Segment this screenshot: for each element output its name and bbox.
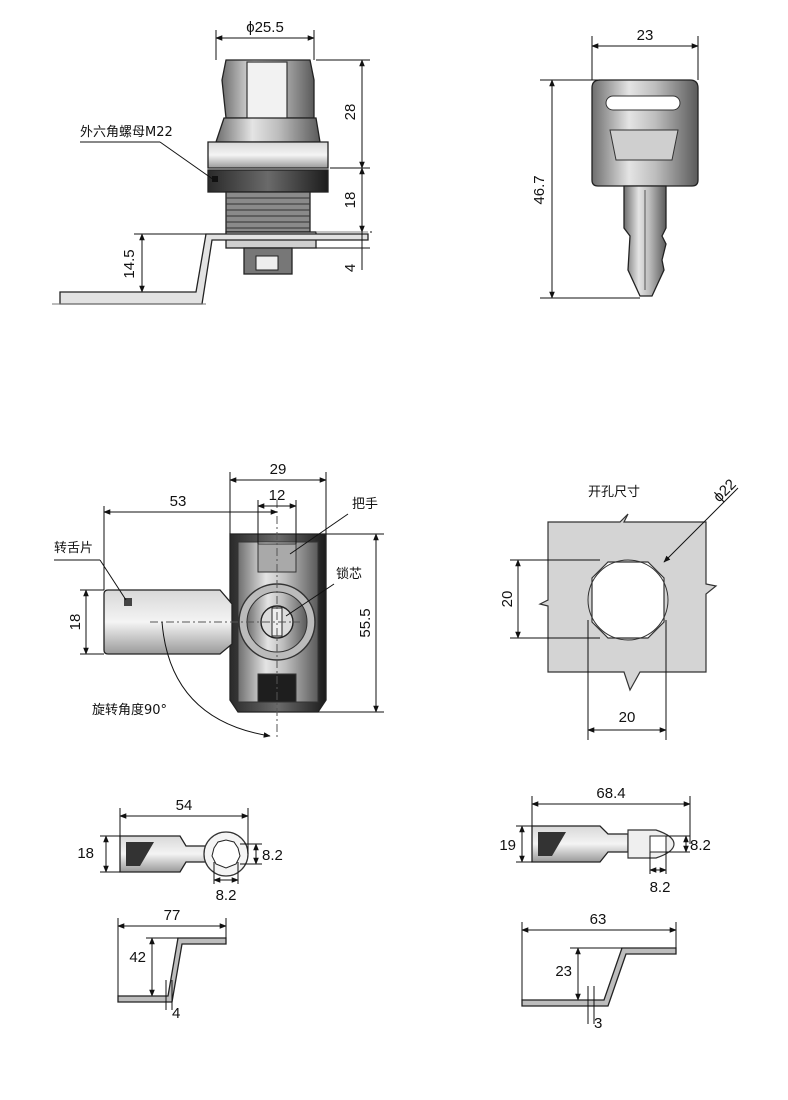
label-cutout-title: 开孔尺寸 — [588, 485, 640, 500]
dim-12: 12 — [269, 487, 286, 504]
dim-cutout-diameter: ϕ22 — [710, 476, 740, 506]
tongue-68-side: 63 23 3 — [521, 911, 677, 1032]
label-hex-nut: 外六角螺母M22 — [80, 125, 173, 140]
dim-28: 28 — [342, 104, 359, 121]
dim-68-4: 68.4 — [596, 785, 625, 802]
dim-46-7-key-length: 46.7 — [531, 175, 548, 204]
dim-8-2-bottom-68: 8.2 — [650, 879, 671, 896]
side-view-lock — [52, 59, 369, 305]
dim-63: 63 — [590, 911, 607, 928]
dim-cutout-20-horizontal: 20 — [619, 709, 636, 726]
dim-3: 3 — [594, 1015, 602, 1032]
dim-19: 19 — [499, 837, 516, 854]
dim-23-tongue-68: 23 — [555, 963, 572, 980]
dim-55-5: 55.5 — [357, 608, 374, 637]
side-view-dimensions: ϕ25.5 28 18 4 14.5 外六角螺母M22 — [80, 19, 372, 293]
dim-4: 4 — [342, 264, 359, 272]
dim-18-tongue-54: 18 — [77, 845, 94, 862]
dim-29: 29 — [270, 461, 287, 478]
dim-53: 53 — [170, 493, 187, 510]
label-lock-core: 锁芯 — [336, 566, 362, 582]
label-rotation-angle: 旋转角度90° — [92, 702, 167, 718]
tongue-54-top: 54 18 8.2 8.2 — [77, 797, 283, 904]
dim-77: 77 — [164, 907, 181, 924]
dim-8-2-right-68: 8.2 — [690, 837, 711, 854]
tongue-54-side: 77 42 4 — [117, 907, 227, 1022]
label-tongue: 转舌片 — [54, 541, 93, 556]
dim-23-key-width: 23 — [637, 27, 654, 44]
key-dimensions: 23 46.7 — [531, 27, 699, 299]
dim-cutout-20-vertical: 20 — [499, 591, 516, 608]
dim-4-tongue-54: 4 — [172, 1005, 180, 1022]
dim-diameter-25-5: ϕ25.5 — [246, 19, 284, 36]
dim-8-2-bottom: 8.2 — [216, 887, 237, 904]
dim-18: 18 — [342, 192, 359, 209]
dim-8-2-right: 8.2 — [262, 847, 283, 864]
dim-18-tongue: 18 — [67, 614, 84, 631]
key-drawing — [591, 79, 699, 297]
dim-42: 42 — [129, 949, 146, 966]
panel-cutout-drawing: 开孔尺寸 ϕ22 20 20 — [499, 476, 740, 740]
dim-14-5: 14.5 — [121, 249, 138, 278]
label-handle: 把手 — [352, 497, 378, 512]
dim-54: 54 — [176, 797, 193, 814]
front-view-dimensions: 29 12 53 18 55.5 把手 转舌片 锁芯 旋转角度90° — [54, 461, 384, 718]
tongue-68-top: 68.4 19 8.2 8.2 — [499, 785, 711, 896]
